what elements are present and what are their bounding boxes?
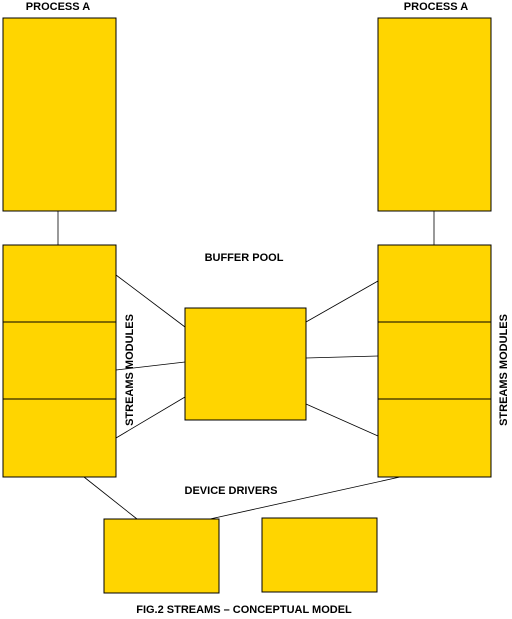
buffer-pool-box	[184, 307, 307, 421]
process-right-box	[377, 17, 492, 212]
left-module-1-to-buffer-line	[115, 274, 186, 328]
left-module-3-to-buffer-line	[115, 396, 186, 439]
right-module-1-box	[377, 244, 492, 323]
boxes	[2, 17, 492, 594]
modules-left-label: STREAMS MODULES	[124, 314, 136, 426]
process-left-label: PROCESS A	[26, 1, 90, 13]
buffer-to-right-module-1-line	[305, 280, 379, 323]
left-module-3-box	[2, 398, 117, 478]
modules-right-label: STREAMS MODULES	[498, 314, 510, 426]
figure-caption: FIG.2 STREAMS – CONCEPTUAL MODEL	[136, 604, 352, 616]
left-module-1-box	[2, 244, 117, 323]
connectors	[57, 211, 435, 520]
buffer-pool-label: BUFFER POOL	[205, 252, 284, 264]
process-left-box	[2, 17, 117, 212]
device-driver-right-box	[261, 517, 378, 593]
buffer-to-right-module-2-line	[305, 355, 379, 359]
left-module-2-box	[2, 321, 117, 400]
right-module-3-box	[377, 398, 492, 478]
right-stack-to-driver-line	[209, 476, 401, 520]
process-right-label: PROCESS A	[404, 1, 468, 13]
labels: PROCESS A PROCESS A BUFFER POOL STREAMS …	[26, 1, 510, 616]
left-module-2-to-buffer-line	[115, 361, 186, 371]
buffer-to-right-module-3-line	[305, 403, 379, 437]
device-driver-left-box	[103, 518, 220, 594]
left-stack-to-driver-line	[83, 476, 138, 520]
device-drivers-label: DEVICE DRIVERS	[185, 485, 278, 497]
right-module-2-box	[377, 321, 492, 400]
